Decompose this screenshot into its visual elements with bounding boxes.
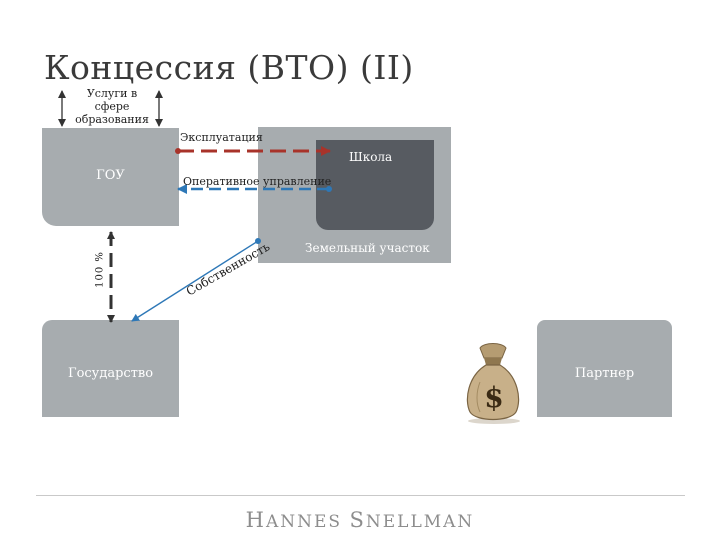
company-logo: HANNES SNELLMAN <box>245 508 475 532</box>
school-label: Школа <box>349 150 393 164</box>
footer-divider <box>36 495 685 496</box>
state-label: Государство <box>67 366 154 381</box>
money-bag-dollar-icon: $ <box>466 343 520 424</box>
services-label: Услуги в сфере образования <box>75 87 149 126</box>
gou-label: ГОУ <box>96 168 125 183</box>
percent-label: 100 % <box>94 251 106 288</box>
gou-box <box>42 128 179 226</box>
page-title: Концессия (ВТО) (II) <box>44 48 414 87</box>
exploitation-label: Эксплуатация <box>180 131 263 144</box>
land-plot-label: Земельный участок <box>305 241 430 255</box>
ownership-arrow <box>131 238 261 322</box>
school-box <box>316 140 434 230</box>
partner-label: Партнер <box>574 366 635 381</box>
operational-label: Оперативное управление <box>183 175 332 188</box>
svg-text:$: $ <box>484 381 503 414</box>
partner-box <box>537 320 672 417</box>
state-box <box>42 320 179 417</box>
